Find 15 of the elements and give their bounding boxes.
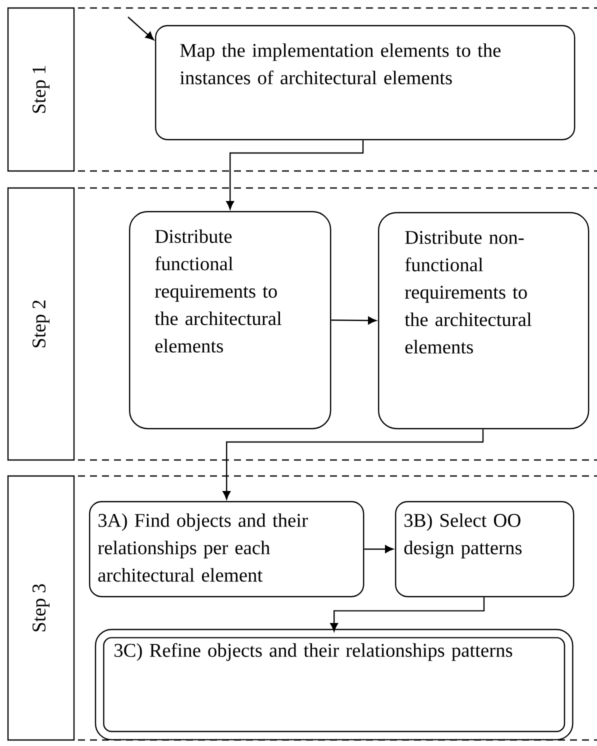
process-box: Distribute functional requirements to the architectural elements — [129, 211, 332, 430]
process-box: Distribute non-functional requirements to the architectural elements — [378, 212, 590, 430]
arrow — [222, 429, 484, 500]
process-box: 3A) Find objects and their relationships per each architectural element — [89, 501, 364, 598]
arrow — [128, 16, 154, 40]
step-label-box: Step 1 — [7, 7, 75, 172]
arrow — [331, 316, 377, 324]
process-box: 3C) Refine objects and their relationships patterns — [94, 628, 574, 740]
arrow — [330, 597, 485, 632]
arrow — [226, 140, 364, 210]
step-label-box: Step 3 — [7, 475, 75, 741]
step-label-box: Step 2 — [7, 187, 75, 461]
process-box: 3B) Select OO design patterns — [395, 501, 574, 598]
arrow — [364, 545, 394, 554]
process-box: Map the implementation elements to the instances of architectural elements — [155, 25, 576, 140]
